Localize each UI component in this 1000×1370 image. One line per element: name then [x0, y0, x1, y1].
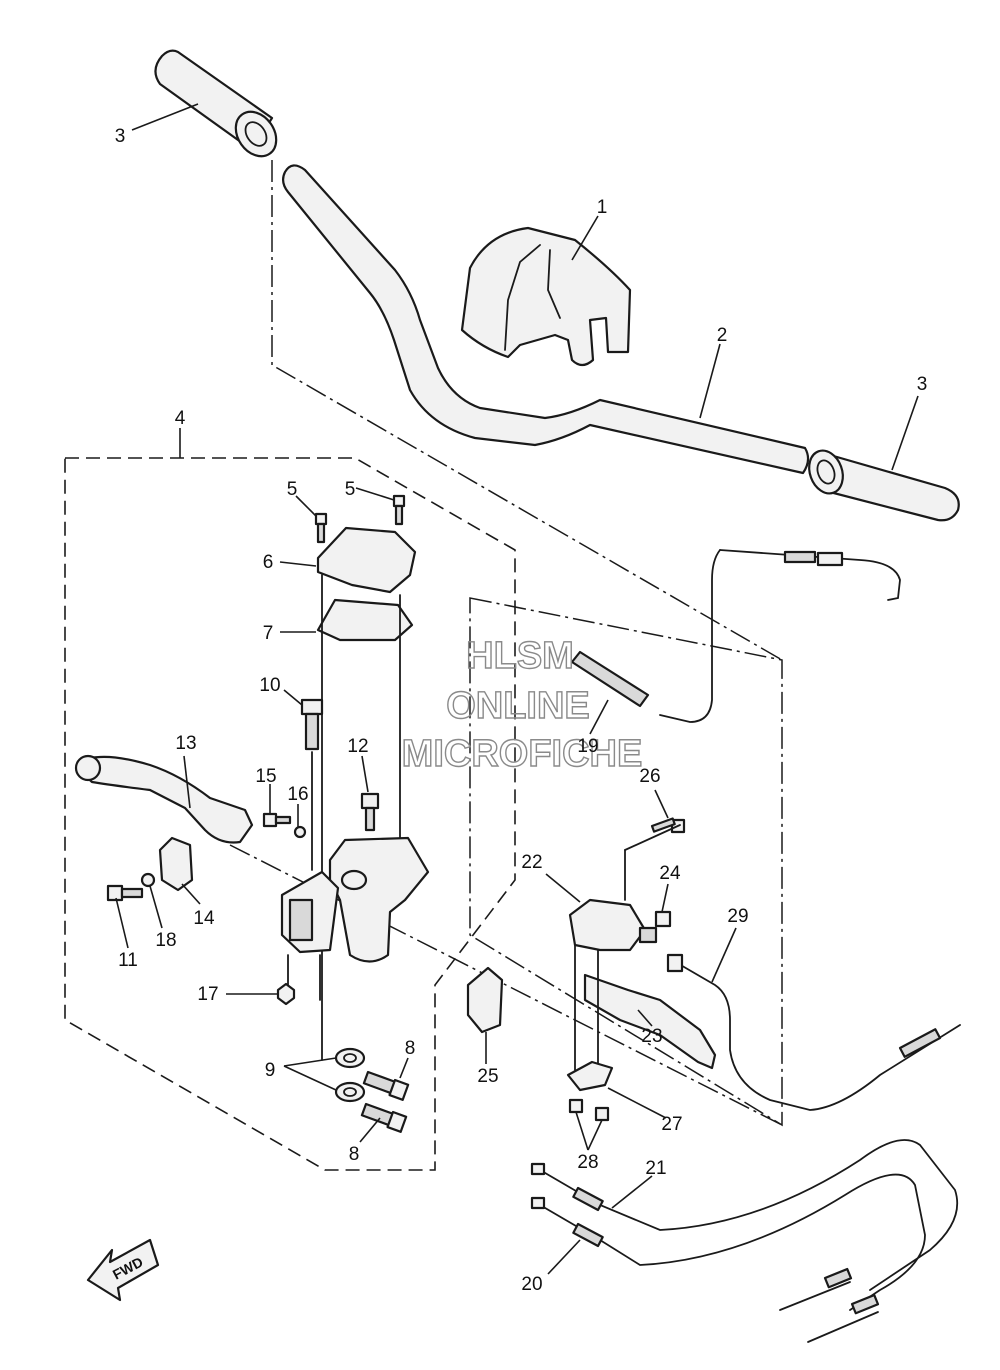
fwd-arrow: FWD: [86, 1238, 160, 1302]
clutch-lever-23[interactable]: [583, 973, 717, 1070]
callout-18: 18: [155, 930, 176, 951]
callout-7: 7: [263, 623, 274, 644]
left-grip[interactable]: [154, 49, 284, 164]
reservoir-cap-6[interactable]: [316, 526, 417, 594]
callout-10: 10: [259, 675, 280, 696]
screw-5-right[interactable]: [392, 494, 406, 526]
callout-9: 9: [265, 1060, 276, 1081]
screw-12[interactable]: [360, 792, 380, 832]
callout-8-upper: 8: [405, 1038, 416, 1059]
plate-27[interactable]: [566, 1060, 614, 1092]
handlebar-centerline: [271, 160, 783, 661]
callout-14: 14: [193, 908, 215, 929]
bolt-8-lower[interactable]: [360, 1102, 408, 1133]
handlebar-tube[interactable]: [281, 164, 810, 475]
callout-17: 17: [197, 984, 218, 1005]
brake-lever-13[interactable]: [82, 755, 254, 844]
callout-26: 26: [639, 766, 660, 787]
callout-8-lower: 8: [349, 1144, 360, 1165]
callout-24: 24: [659, 863, 681, 884]
callout-4: 4: [175, 408, 186, 429]
callout-16: 16: [287, 784, 308, 805]
lever-holder-22[interactable]: [568, 898, 647, 952]
screws-28[interactable]: [568, 1098, 610, 1122]
callout-28: 28: [577, 1152, 598, 1173]
callout-21: 21: [645, 1158, 666, 1179]
callout-2: 2: [717, 325, 728, 346]
nut-17[interactable]: [276, 982, 296, 1006]
washer-9-upper[interactable]: [334, 1047, 366, 1069]
callout-22: 22: [521, 852, 542, 873]
callout-29: 29: [727, 906, 748, 927]
collar-18[interactable]: [140, 872, 156, 888]
callout-11: 11: [118, 950, 138, 971]
master-cylinder-body[interactable]: [280, 836, 430, 963]
svg-text:MICROFICHE: MICROFICHE: [402, 733, 643, 775]
callout-labels: 3 1 2 3 4 5 5 6 7 10 13 12 15 16 14 18 1…: [115, 126, 928, 1295]
assembly-4-dashed-boundary: [64, 457, 516, 1171]
callout-6: 6: [263, 552, 274, 573]
washer-9-lower[interactable]: [334, 1081, 366, 1103]
cable-ends-bottom: [779, 1267, 880, 1343]
callout-3-right: 3: [917, 374, 928, 395]
clamp-axis-line: [229, 844, 783, 1126]
callout-12: 12: [347, 736, 368, 757]
cable-19-hot-start[interactable]: [570, 549, 901, 723]
diaphragm-7[interactable]: [316, 598, 414, 642]
cable-29-clutch[interactable]: [666, 953, 961, 1111]
lever-holder-14[interactable]: [158, 836, 194, 892]
adjuster-24[interactable]: [638, 910, 672, 944]
callout-25: 25: [477, 1066, 498, 1087]
svg-text:ONLINE: ONLINE: [446, 685, 590, 727]
callout-19: 19: [577, 736, 598, 757]
throttle-cable-21[interactable]: [530, 1139, 959, 1291]
bolt-10[interactable]: [300, 698, 324, 751]
callout-3-left: 3: [115, 126, 126, 147]
svg-text:HLSM: HLSM: [466, 635, 574, 677]
screw-5-left[interactable]: [314, 512, 328, 544]
callout-20: 20: [521, 1274, 542, 1295]
bolt-11[interactable]: [106, 884, 144, 902]
bolt-8-upper[interactable]: [362, 1070, 410, 1101]
callout-27: 27: [661, 1114, 682, 1135]
right-bracket-dashdot-boundary: [469, 597, 783, 1127]
callout-5-right: 5: [345, 479, 356, 500]
washer-16[interactable]: [293, 825, 307, 839]
screw-26[interactable]: [650, 817, 686, 834]
right-grip[interactable]: [803, 446, 960, 522]
callout-5-left: 5: [287, 479, 298, 500]
watermark: HLSM ONLINE MICROFICHE: [401, 634, 643, 775]
callout-15: 15: [255, 766, 276, 787]
callout-23: 23: [641, 1026, 662, 1047]
throttle-cable-20[interactable]: [530, 1173, 926, 1311]
leader-lines: [115, 103, 919, 1275]
callout-1: 1: [597, 197, 608, 218]
handlebar-pad[interactable]: [460, 226, 632, 367]
screw-15[interactable]: [262, 812, 292, 828]
clamp-25[interactable]: [466, 966, 504, 1034]
callout-13: 13: [175, 733, 196, 754]
